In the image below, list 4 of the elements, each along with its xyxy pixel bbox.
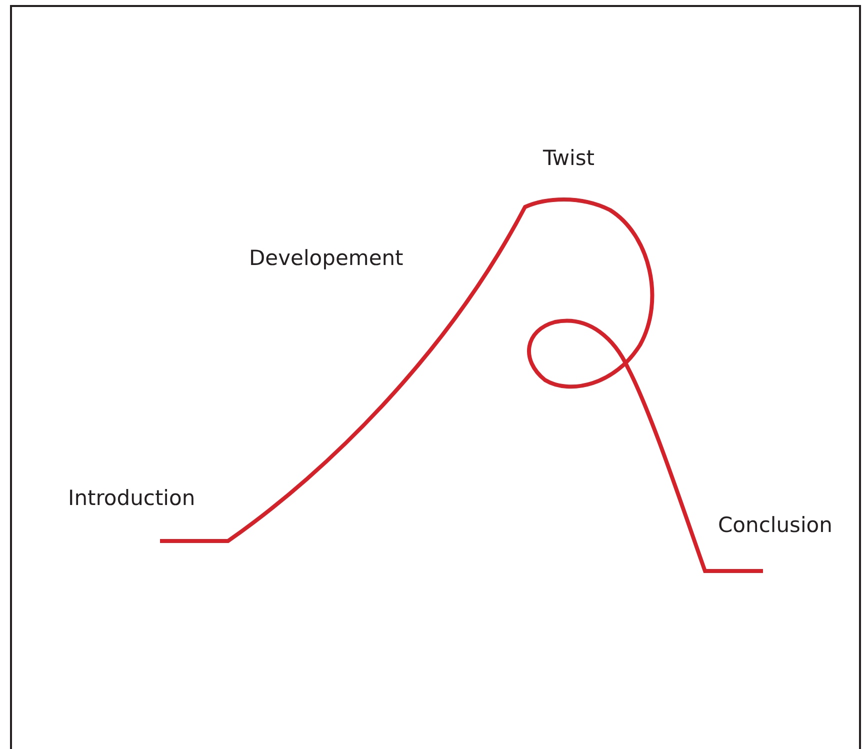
stage-label: Twist bbox=[543, 146, 595, 172]
stage-label: Developement bbox=[249, 246, 404, 272]
stage-label: Introduction bbox=[68, 486, 196, 512]
stage-label: Conclusion bbox=[718, 513, 832, 538]
